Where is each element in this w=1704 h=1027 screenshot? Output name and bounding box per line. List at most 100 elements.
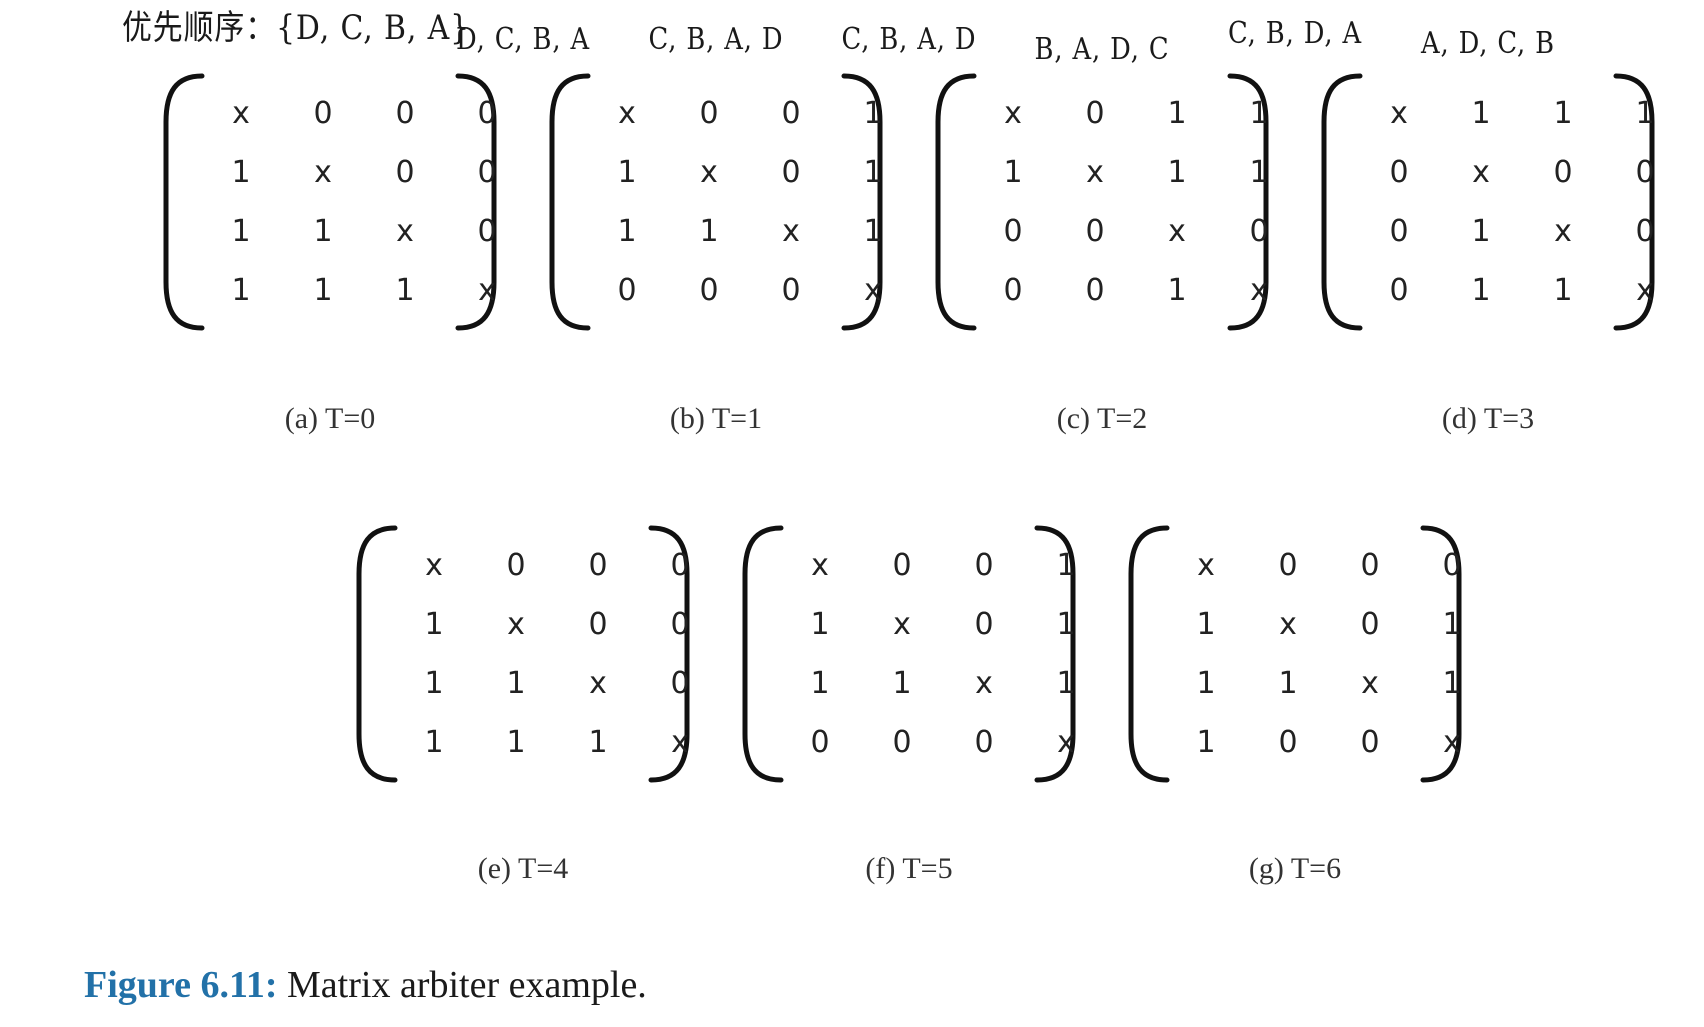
matrix-cell: 0 — [1389, 214, 1409, 249]
matrix-cell: 1 — [1442, 666, 1462, 701]
matrix-cell: x — [618, 96, 636, 131]
matrix-cell: 0 — [974, 548, 994, 583]
matrix-cell: 0 — [1360, 607, 1380, 642]
matrix-cell: x — [478, 273, 496, 308]
matrix-cell: 0 — [617, 273, 637, 308]
matrix-cell: 1 — [892, 666, 912, 701]
matrix-cell: 0 — [892, 548, 912, 583]
matrix-cell: 0 — [670, 666, 690, 701]
matrix-cell: x — [396, 214, 414, 249]
figure-caption: Figure 6.11: Matrix arbiter example. — [84, 963, 647, 1007]
matrix-cell: x — [975, 666, 993, 701]
matrix-cell: 0 — [1553, 155, 1573, 190]
matrix-cell: x — [1004, 96, 1022, 131]
matrix-cell: x — [425, 548, 443, 583]
matrix-cell: 1 — [1278, 666, 1298, 701]
matrix-cell: 0 — [974, 725, 994, 760]
matrix-cell: 0 — [781, 273, 801, 308]
matrix-cell: 0 — [670, 548, 690, 583]
left-bracket — [932, 72, 978, 337]
matrix-cell: 1 — [1471, 214, 1491, 249]
matrix-cell: 0 — [1003, 273, 1023, 308]
matrix-cell: 0 — [1635, 214, 1655, 249]
panel-priority-order: A, D, C, B — [1421, 26, 1555, 61]
matrix-cell: x — [700, 155, 718, 190]
matrix-cell: 1 — [1471, 273, 1491, 308]
matrix-cell: 0 — [699, 96, 719, 131]
matrix-cell: 0 — [781, 155, 801, 190]
matrix-cell: x — [893, 607, 911, 642]
right-bracket — [1419, 524, 1465, 789]
subfigure-caption: (b) T=1 — [669, 402, 763, 435]
matrix-cell: 0 — [1360, 725, 1380, 760]
matrix-cell: 0 — [506, 548, 526, 583]
matrix-cell: 1 — [424, 666, 444, 701]
matrix-cell: 1 — [1553, 96, 1573, 131]
right-bracket — [1612, 72, 1658, 337]
matrix-cell: 1 — [1249, 96, 1269, 131]
panel-priority-order: C, B, D, A — [1228, 16, 1362, 51]
right-bracket — [647, 524, 693, 789]
matrix-cell: 1 — [506, 666, 526, 701]
panel-priority-order: C, B, A, D — [841, 22, 977, 57]
matrix-cell: 0 — [1278, 725, 1298, 760]
matrix-cell: 1 — [1003, 155, 1023, 190]
matrix-cell: 0 — [974, 607, 994, 642]
left-bracket — [1125, 524, 1171, 789]
matrix-cell: 1 — [1471, 96, 1491, 131]
matrix-cell: 0 — [1442, 548, 1462, 583]
matrix-cell: 1 — [1167, 273, 1187, 308]
matrix-cell: 1 — [1196, 666, 1216, 701]
matrix-cell: x — [1086, 155, 1104, 190]
matrix-cell: 0 — [1085, 214, 1105, 249]
matrix-cell: 1 — [588, 725, 608, 760]
matrix-cell: 1 — [863, 214, 883, 249]
matrix-cell: x — [1250, 273, 1268, 308]
matrix-cell: x — [1279, 607, 1297, 642]
matrix-cell: 1 — [1167, 96, 1187, 131]
matrix-cell: x — [1390, 96, 1408, 131]
matrix-cell: 0 — [1249, 214, 1269, 249]
matrix-cell: 1 — [1196, 725, 1216, 760]
matrix-cell: 1 — [1056, 666, 1076, 701]
matrix-cell: 0 — [1085, 273, 1105, 308]
matrix-cell: 0 — [1360, 548, 1380, 583]
matrix-cell: 1 — [617, 155, 637, 190]
matrix-cell: 0 — [1278, 548, 1298, 583]
right-bracket — [454, 72, 500, 337]
figure-text: Matrix arbiter example. — [287, 964, 647, 1006]
matrix-cell: 0 — [477, 214, 497, 249]
matrix-cell: 1 — [810, 666, 830, 701]
matrix-cell: 1 — [863, 96, 883, 131]
panel-priority-order: D, C, B, A — [456, 22, 590, 57]
matrix-cell: 1 — [313, 273, 333, 308]
matrix-cell: 0 — [588, 607, 608, 642]
priority-label: 优先顺序：{D, C, B, A} — [122, 8, 471, 48]
matrix-cell: 1 — [395, 273, 415, 308]
matrix-cell: 0 — [1085, 96, 1105, 131]
matrix-cell: 0 — [810, 725, 830, 760]
right-bracket — [1226, 72, 1272, 337]
matrix-cell: 1 — [231, 273, 251, 308]
matrix-cell: 1 — [231, 214, 251, 249]
matrix-cell: 0 — [477, 155, 497, 190]
left-bracket — [1318, 72, 1364, 337]
matrix-cell: 1 — [231, 155, 251, 190]
matrix-cell: 1 — [1553, 273, 1573, 308]
subfigure-caption: (c) T=2 — [1056, 402, 1148, 435]
